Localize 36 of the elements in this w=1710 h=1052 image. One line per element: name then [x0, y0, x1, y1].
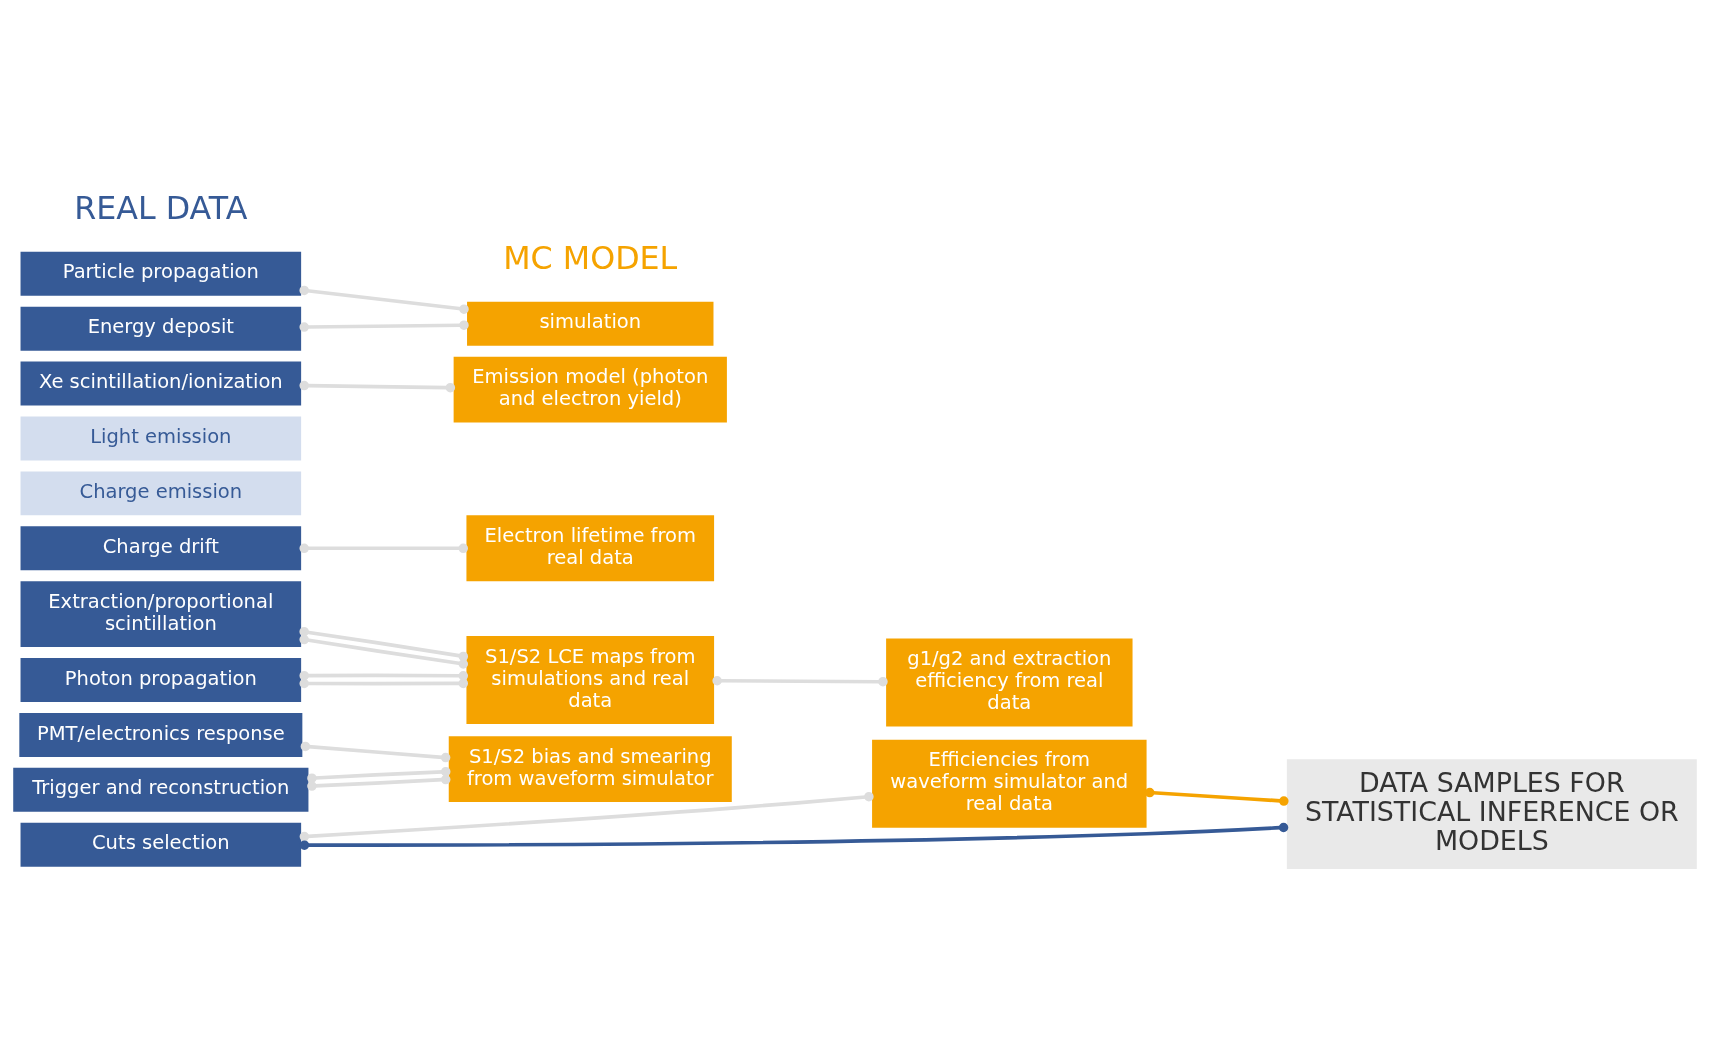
node-box: S1/S2 bias and smearing from waveform simulator [448, 736, 732, 802]
connector [299, 285, 469, 314]
node-box: Efficiencies from waveform simulator and real data [872, 739, 1147, 828]
connector [299, 791, 874, 842]
node-box: Light emission [20, 416, 302, 461]
connector [299, 380, 456, 393]
node-box: Emission model (photon and electron yield) [453, 356, 727, 423]
node-box: Charge emission [20, 471, 302, 516]
node-box: DATA SAMPLES FOR STATISTICAL INFERENCE OR MODELS [1286, 759, 1697, 870]
connector [299, 670, 468, 681]
connector [299, 678, 468, 689]
connector [299, 320, 469, 332]
connector [299, 634, 469, 669]
connector [300, 741, 451, 763]
node-box: PMT/electronics response [19, 712, 303, 757]
node-box: simulation [467, 301, 714, 346]
node-box: Energy deposit [20, 306, 302, 351]
connector [307, 774, 451, 791]
connector [307, 766, 451, 783]
node-box: Trigger and reconstruction [13, 767, 309, 812]
label: REAL DATA [74, 190, 248, 227]
connector [712, 676, 888, 687]
node-box: Particle propagation [20, 251, 302, 296]
connector [299, 543, 468, 554]
node-box: Xe scintillation/ionization [20, 361, 302, 406]
connector [1145, 787, 1289, 806]
node-box: g1/g2 and extraction efficiency from real data [886, 638, 1133, 727]
node-box: S1/S2 LCE maps from simulations and real data [466, 636, 715, 724]
label: MC MODEL [503, 240, 678, 277]
node-box: Photon propagation [20, 658, 302, 702]
connector [299, 822, 1289, 850]
node-box: Charge drift [20, 526, 302, 571]
node-box: Electron lifetime from real data [466, 515, 715, 582]
connector [299, 626, 469, 662]
node-box: Cuts selection [20, 822, 302, 867]
node-box: Extraction/proportional scintillation [20, 581, 302, 648]
